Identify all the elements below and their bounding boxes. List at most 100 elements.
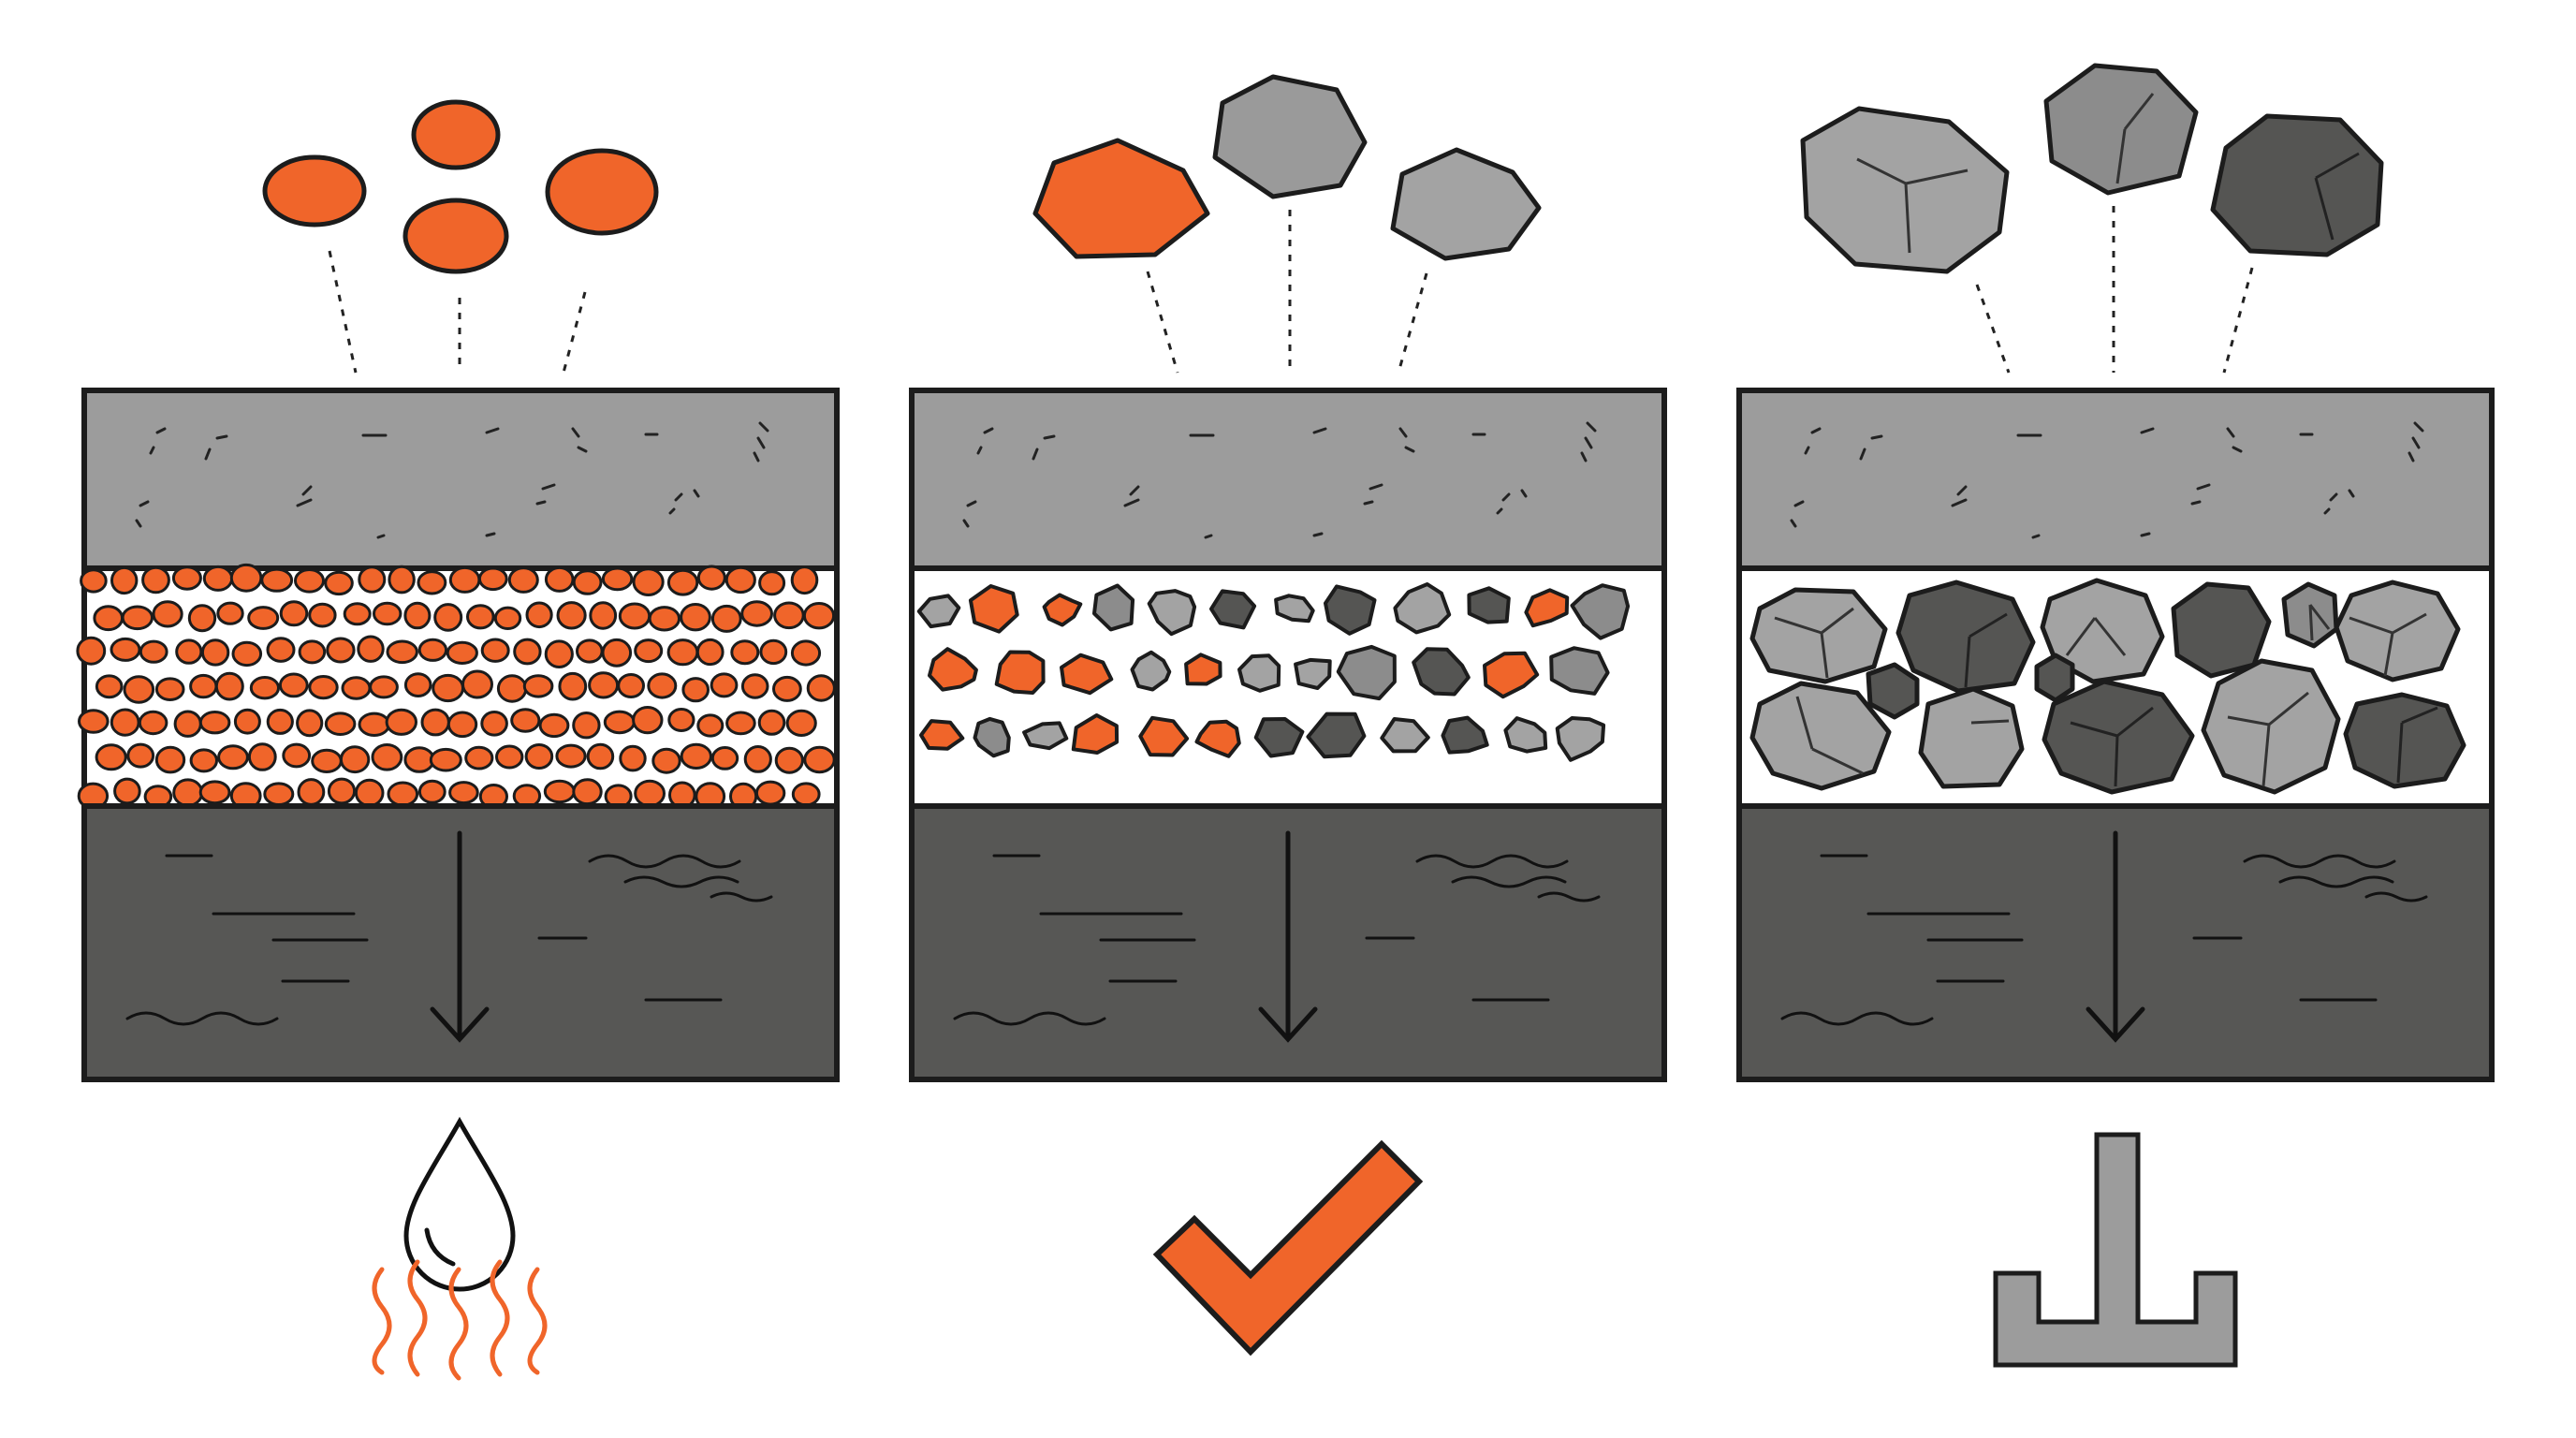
fine-particle — [324, 570, 354, 596]
mixed-particle — [1092, 583, 1135, 632]
fine-particle — [189, 748, 219, 773]
coarse-particle — [2042, 679, 2195, 795]
fine-particle — [446, 711, 478, 739]
fine-particle — [558, 671, 588, 701]
coarse-particle — [1749, 681, 1892, 791]
panel-mixed — [909, 74, 1667, 1357]
fine-particle — [123, 675, 155, 704]
fine-particle — [369, 675, 399, 699]
fine-particle — [139, 639, 168, 664]
coarse-particle — [1895, 580, 2036, 694]
fine-particle — [279, 600, 309, 627]
fine-particle — [247, 742, 277, 771]
fine-particle — [266, 637, 296, 663]
surface-layer — [1736, 388, 2495, 571]
settlement-icon — [1993, 1132, 2238, 1368]
fine-particle — [524, 743, 554, 770]
fine-particle — [513, 638, 542, 666]
fine-particle — [493, 606, 522, 630]
fine-particle — [803, 745, 836, 774]
fine-particle — [464, 745, 494, 770]
fine-particle — [141, 565, 170, 594]
fine-particle — [229, 563, 263, 593]
fine-particle — [544, 565, 575, 593]
mixed-particle — [1467, 586, 1511, 624]
leader-line — [2222, 267, 2254, 374]
mixed-particle — [1336, 644, 1397, 701]
mixed-particle — [1524, 588, 1570, 628]
fine-particle — [477, 566, 508, 592]
mixed-particle — [1555, 716, 1606, 762]
fine-particle — [588, 671, 620, 699]
fine-particle — [216, 601, 244, 625]
fine-particle — [632, 567, 665, 596]
fine-particle — [710, 604, 742, 633]
fine-particle — [152, 600, 183, 628]
fine-particle — [343, 602, 372, 626]
fine-particle — [249, 676, 280, 700]
arrow-down-icon — [430, 830, 490, 1043]
fine-particle-field — [76, 563, 836, 811]
sample-round-orange — [411, 99, 501, 170]
fine-particle — [80, 568, 108, 594]
fine-particle — [417, 570, 447, 595]
fine-particle — [790, 639, 822, 667]
fine-particle — [791, 782, 821, 807]
fine-particle — [696, 713, 724, 738]
fine-particle — [725, 711, 756, 736]
fine-particle — [357, 635, 385, 663]
fine-particle — [341, 676, 372, 700]
fine-particle — [417, 779, 446, 804]
mixed-particle — [1503, 716, 1548, 754]
surface-texture — [1790, 421, 2424, 539]
mixed-particle — [1274, 594, 1315, 624]
base-texture — [125, 854, 773, 1026]
fine-particle — [354, 778, 385, 808]
mixed-particle — [1147, 589, 1197, 637]
fine-particle — [572, 569, 603, 595]
fine-particle — [538, 712, 570, 739]
sample-round-orange — [545, 148, 659, 236]
fine-particle — [790, 565, 819, 595]
fine-particle — [266, 708, 294, 735]
fine-particle — [495, 744, 524, 770]
fine-particle — [572, 778, 603, 806]
panel-fine — [76, 99, 840, 1381]
fine-particle — [773, 601, 805, 630]
fine-particle — [417, 638, 448, 662]
fine-particle — [806, 674, 836, 702]
coarse-particle — [1866, 662, 1920, 720]
base-texture — [953, 854, 1601, 1026]
coarse-particle — [2334, 580, 2461, 682]
fine-particle — [680, 603, 711, 632]
fine-particle — [263, 782, 295, 807]
aggregate-samples — [262, 99, 659, 374]
fine-particle — [358, 712, 391, 737]
leader-line — [1975, 284, 2011, 374]
fine-particle — [634, 779, 666, 808]
fine-particle — [576, 638, 604, 664]
fine-particle — [154, 745, 186, 774]
coarse-particle — [2281, 581, 2339, 649]
fine-particle — [446, 640, 478, 666]
coarse-particle — [2040, 578, 2165, 684]
coarse-particle-field — [1749, 578, 2466, 795]
fine-particle — [154, 677, 185, 702]
surface-layer — [909, 388, 1667, 571]
fine-particle — [696, 565, 726, 591]
mixed-particle — [1412, 647, 1471, 697]
fine-particle — [572, 712, 601, 740]
fine-particle — [358, 565, 387, 594]
coarse-particle — [2201, 658, 2341, 795]
fine-particle — [754, 780, 786, 806]
aggregate-samples — [1032, 74, 1542, 374]
fine-particle — [461, 669, 493, 699]
fine-particle — [171, 565, 202, 591]
droplet-heat-icon — [372, 1116, 548, 1381]
mixed-particle — [1042, 593, 1083, 627]
fine-particle — [110, 708, 140, 737]
fine-particle — [525, 601, 553, 629]
fine-particle — [681, 677, 710, 703]
mixed-particle — [1441, 715, 1489, 755]
fine-particle — [420, 708, 450, 737]
